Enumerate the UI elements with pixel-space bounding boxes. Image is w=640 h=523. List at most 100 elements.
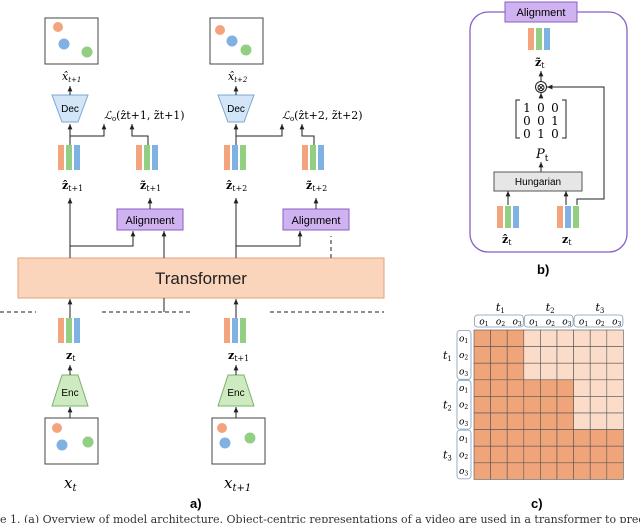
multiply-node — [535, 81, 547, 93]
mask-cell — [490, 346, 508, 364]
slots-z-t1 — [224, 318, 246, 343]
mask-cell — [490, 412, 508, 430]
x-t-label: xt — [64, 474, 77, 494]
xhat-t1-label: x̂t+1 — [62, 70, 81, 84]
column-object-label: o2 — [546, 318, 555, 329]
hungarian-block — [493, 171, 583, 192]
mask-cell — [473, 462, 491, 480]
matrix-entry: 1 — [523, 101, 531, 115]
mask-cell — [473, 346, 491, 364]
mask-cell — [556, 412, 574, 430]
mask-cell — [506, 462, 525, 480]
mask-cell — [589, 445, 608, 464]
mask-cell — [506, 412, 525, 430]
caption-c: c) — [531, 496, 543, 511]
column-object-label: o2 — [496, 318, 505, 329]
mask-cell — [473, 429, 491, 447]
mask-cell — [606, 396, 624, 414]
column-object-label: o1 — [529, 318, 538, 329]
slots-ztilde-b — [528, 28, 550, 50]
mask-cell — [589, 462, 608, 480]
mask-cell — [490, 362, 508, 381]
matrix-entry: 0 — [537, 114, 545, 128]
mask-cell — [573, 445, 591, 464]
column-time-label: t2 — [546, 301, 555, 315]
mask-cell — [523, 346, 541, 364]
row-group-bracket — [456, 330, 472, 380]
enc-label-t1: Enc — [227, 388, 244, 399]
z-t-label: zt — [66, 349, 76, 363]
mask-cell — [606, 346, 624, 364]
otimes-glyph: ⊗ — [536, 81, 545, 94]
alignment-label-1: Alignment — [126, 215, 175, 227]
caption-a: a) — [190, 496, 202, 511]
mask-cell — [540, 429, 558, 447]
encoder-t — [51, 374, 89, 407]
mask-cell — [556, 429, 574, 447]
row-object-label: o3 — [459, 368, 468, 379]
dec-label-t1: Dec — [61, 104, 79, 115]
row-group-bracket — [456, 429, 472, 480]
dec-label-t2: Dec — [227, 104, 245, 115]
column-time-label: t3 — [596, 301, 605, 315]
ztilde-t1-label: z̃t+1 — [140, 179, 161, 193]
column-group-bracket — [523, 314, 574, 328]
ztilde-b-label: z̃t — [535, 56, 545, 70]
mask-cell — [523, 412, 541, 430]
panel-b-alignment-title — [504, 1, 578, 23]
mask-cell — [573, 362, 591, 381]
mask-cell — [506, 346, 525, 364]
matrix-entry: 0 — [523, 127, 531, 141]
mask-cell — [556, 396, 574, 414]
ztilde-t2-label: z̃t+2 — [306, 179, 327, 193]
column-object-label: o2 — [596, 318, 605, 329]
slots-zhat-t2 — [224, 145, 246, 170]
matrix-entry: 0 — [523, 114, 531, 128]
mask-cell — [589, 412, 608, 430]
mask-cell — [540, 346, 558, 364]
row-object-label: o2 — [459, 451, 468, 462]
mask-cell — [606, 445, 624, 464]
mask-cell — [573, 412, 591, 430]
mask-cell — [606, 429, 624, 447]
xhat-t2-label: x̂t+2 — [228, 70, 248, 84]
mask-cell — [606, 462, 624, 480]
mask-cell — [573, 379, 591, 397]
mask-cell — [556, 379, 574, 397]
column-object-label: o1 — [479, 318, 488, 329]
mask-cell — [523, 362, 541, 381]
matrix-entry: 0 — [537, 101, 545, 115]
mask-cell — [523, 329, 541, 347]
panel-a: Transformer xt Enc zt — [0, 17, 385, 511]
row-object-label: o2 — [459, 401, 468, 412]
slots-z-b — [557, 206, 579, 228]
mask-cell — [573, 462, 591, 480]
matrix-entry: 1 — [551, 114, 559, 128]
column-object-label: o3 — [562, 318, 571, 329]
mask-cell — [589, 362, 608, 381]
hungarian-label: Hungarian — [515, 177, 561, 188]
mask-cell — [540, 379, 558, 397]
decoder-t2 — [217, 94, 255, 123]
mask-cell — [490, 396, 508, 414]
column-object-label: o3 — [612, 318, 621, 329]
pred-frame-t2 — [209, 17, 264, 65]
input-frame-t — [44, 417, 99, 465]
column-object-label: o1 — [579, 318, 588, 329]
enc-label-t: Enc — [61, 388, 78, 399]
z-t1-label: zt+1 — [228, 349, 249, 363]
mask-cell — [540, 362, 558, 381]
mask-cell — [556, 362, 574, 381]
mask-cell — [506, 445, 525, 464]
mask-cell — [589, 396, 608, 414]
column-group-bracket — [573, 314, 624, 328]
p-t-label: Pt — [535, 147, 549, 164]
mask-cell — [473, 379, 491, 397]
mask-cell — [506, 396, 525, 414]
x-t1-label: xt+1 — [224, 474, 251, 494]
mask-cell — [589, 379, 608, 397]
pred-frame-t1 — [44, 17, 99, 65]
figure-caption: e 1. (a) Overview of model architecture.… — [0, 513, 640, 523]
